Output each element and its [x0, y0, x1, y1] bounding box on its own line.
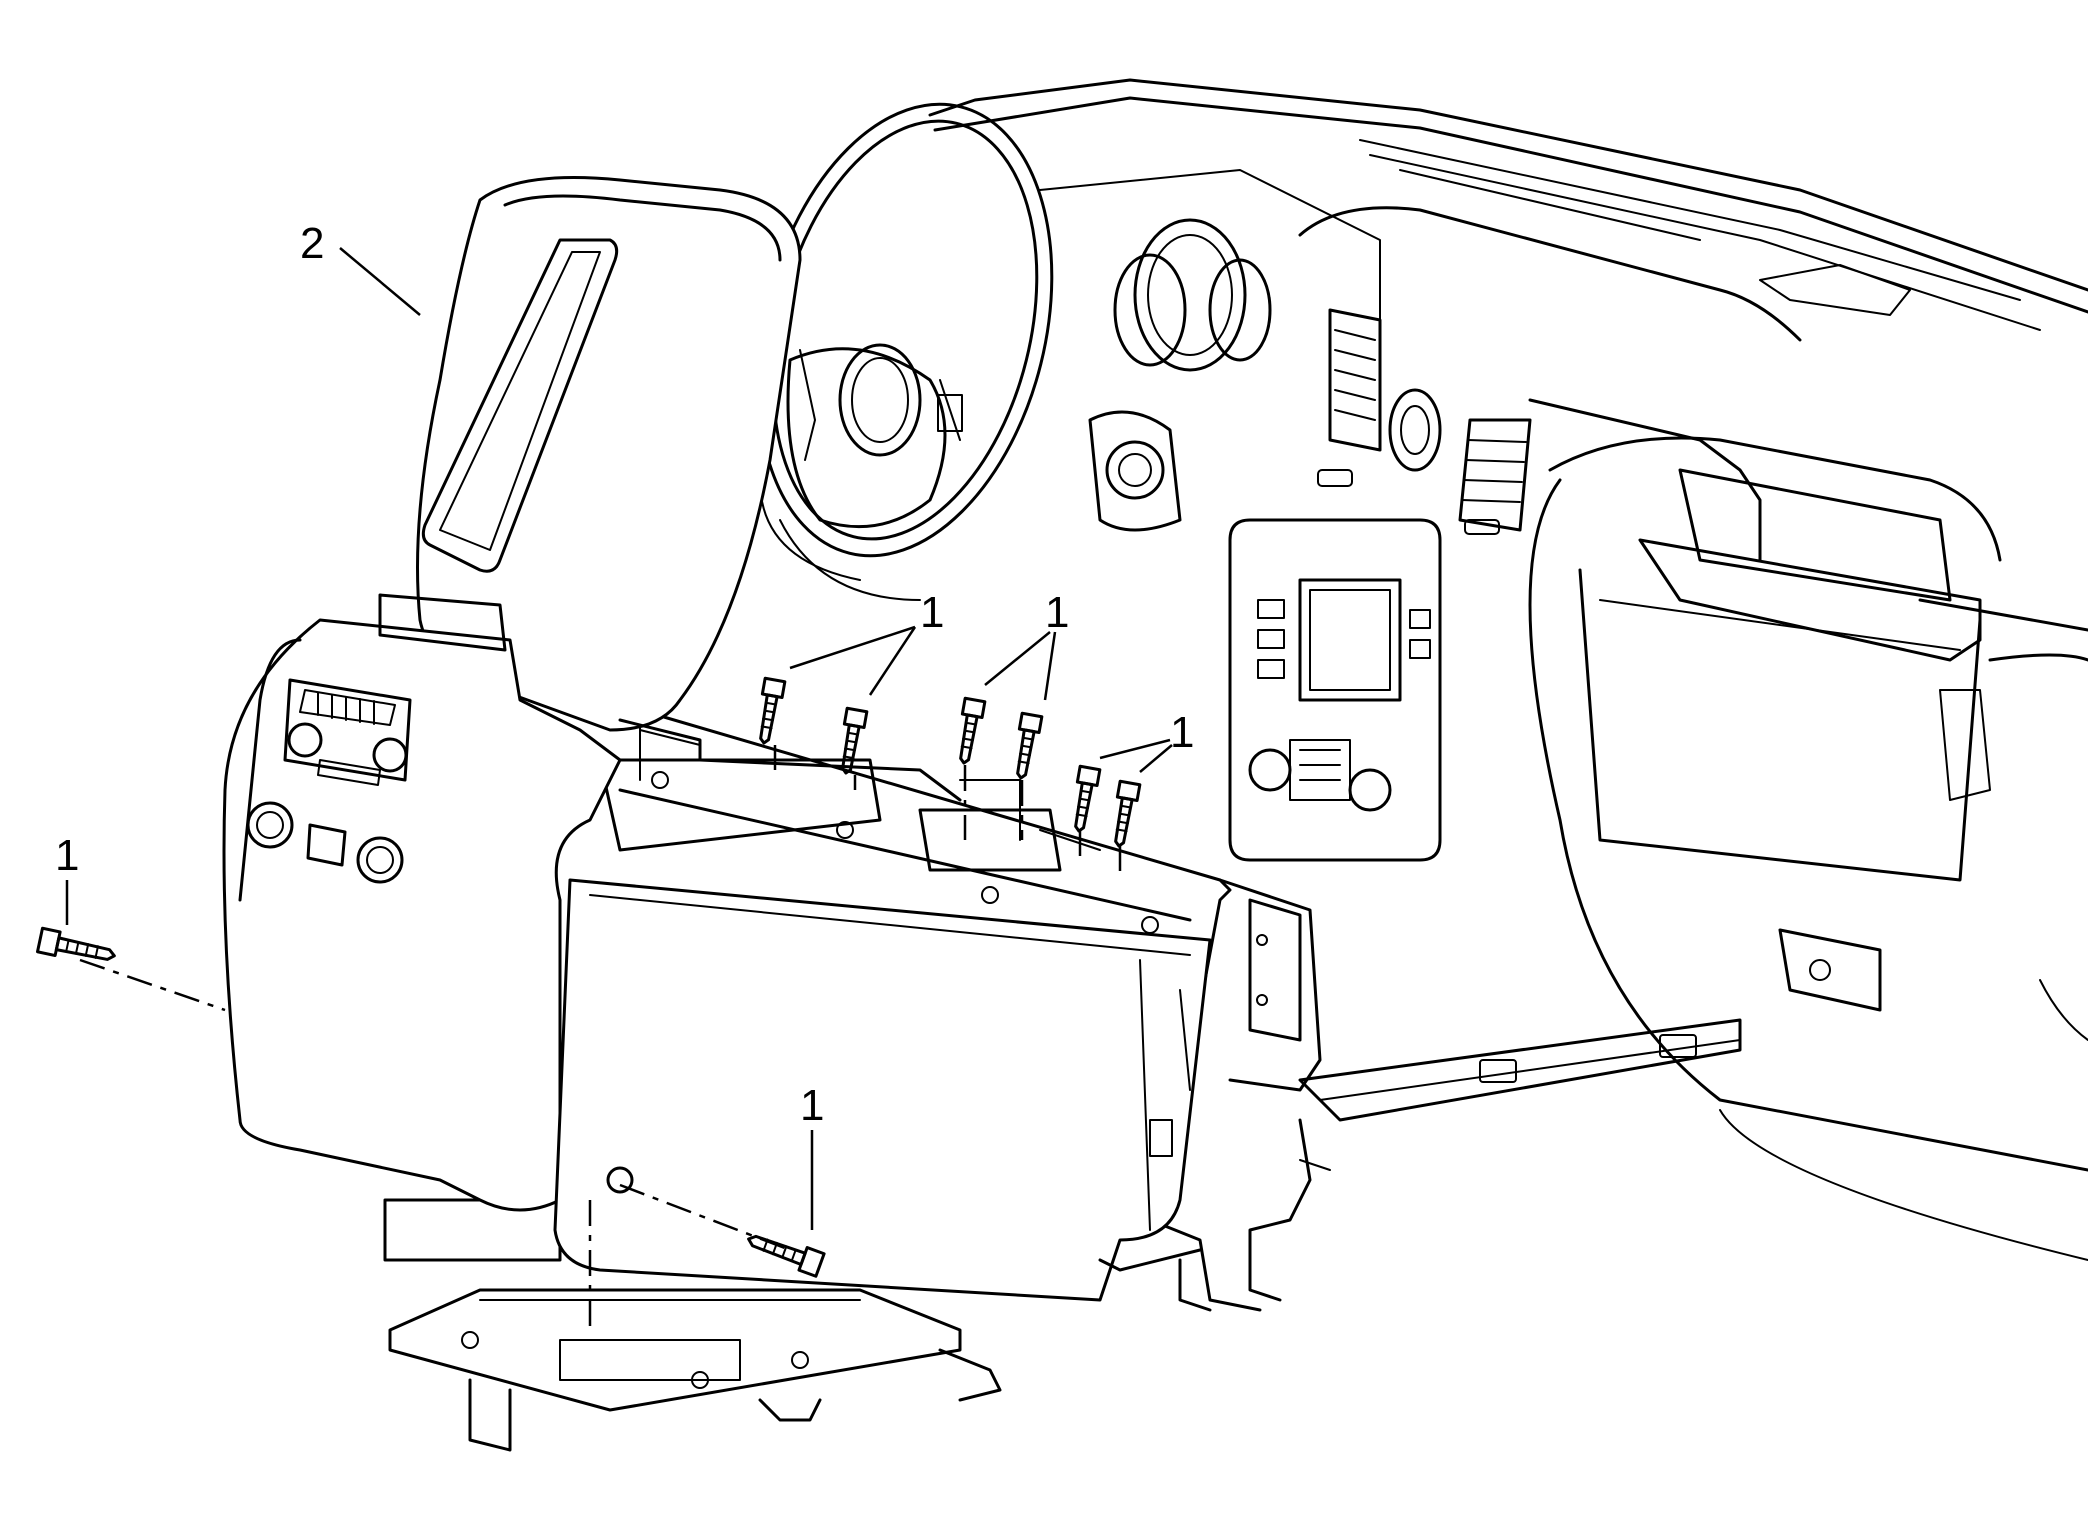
callout-label-1: 1 [920, 588, 944, 637]
steering-wheel [756, 102, 1054, 601]
callout-1-upper-right: 1 [1099, 708, 1194, 773]
callout-1-upper-center: 1 [984, 588, 1069, 701]
dash-mounting-bracket [1218, 878, 1742, 1302]
installation-path-lines [79, 745, 1122, 1330]
screw-fastener [36, 676, 1142, 1278]
callout-1-lower: 1 [800, 1081, 824, 1230]
upper-console-trim [618, 718, 962, 802]
callout-2: 2 [300, 219, 421, 316]
callout-label-1: 1 [1170, 708, 1194, 757]
instrument-panel-upper-trim [928, 78, 2088, 1261]
radio-head-unit [1228, 518, 1442, 862]
center-air-vents [1317, 308, 1532, 535]
callout-label-1: 1 [800, 1081, 824, 1130]
callout-1-left: 1 [55, 831, 79, 925]
callout-label-2: 2 [300, 219, 324, 268]
callout-label-1: 1 [1045, 588, 1069, 637]
center-console-extension [222, 176, 1212, 1302]
instrument-cluster [1088, 218, 1272, 532]
callout-1-upper-left: 1 [789, 588, 944, 696]
floor-mounting-plate [383, 1198, 1262, 1452]
callout-label-1: 1 [55, 831, 79, 880]
